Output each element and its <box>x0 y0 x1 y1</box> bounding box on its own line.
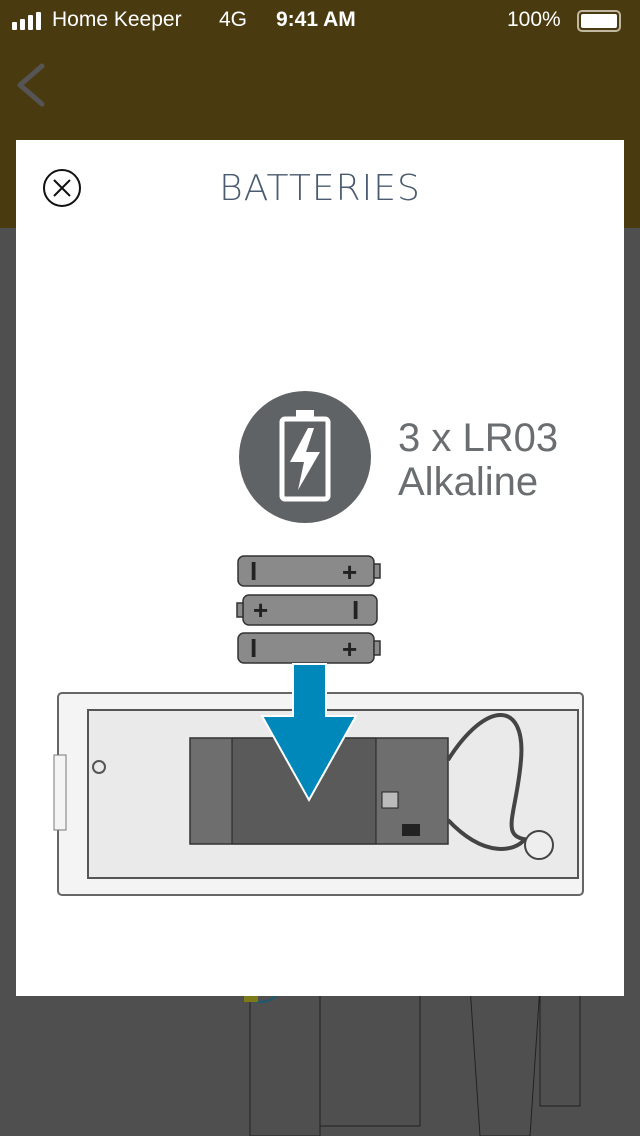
battery-installation-illustration: I + + I I + <box>53 391 584 896</box>
network-type: 4G <box>219 8 248 31</box>
background-installation-illustration <box>242 996 581 1136</box>
signal-icon <box>12 12 41 30</box>
close-icon[interactable] <box>42 168 82 208</box>
back-chevron-icon[interactable] <box>14 62 48 108</box>
svg-text:I: I <box>250 556 257 586</box>
battery-icon <box>577 10 621 32</box>
battery-spec-count: 3 x LR03 <box>398 416 559 460</box>
carrier-name: Home Keeper <box>52 8 182 31</box>
battery-spec: 3 x LR03 Alkaline <box>398 416 558 504</box>
clock: 9:41 AM <box>276 8 356 31</box>
svg-text:+: + <box>342 634 357 664</box>
battery-icon <box>239 391 371 523</box>
status-bar: Home Keeper 4G 9:41 AM 100% <box>0 0 640 40</box>
battery-spec-type: Alkaline <box>398 460 539 504</box>
battery-percent: 100% <box>507 8 561 31</box>
svg-text:I: I <box>352 595 359 625</box>
batteries-modal: BATTERIES I + + I I + <box>16 140 624 996</box>
svg-text:+: + <box>342 557 357 587</box>
svg-text:+: + <box>253 595 268 625</box>
svg-text:I: I <box>250 633 257 663</box>
modal-title: BATTERIES <box>219 168 421 209</box>
aa-batteries <box>236 555 381 664</box>
insert-arrow <box>260 663 358 803</box>
